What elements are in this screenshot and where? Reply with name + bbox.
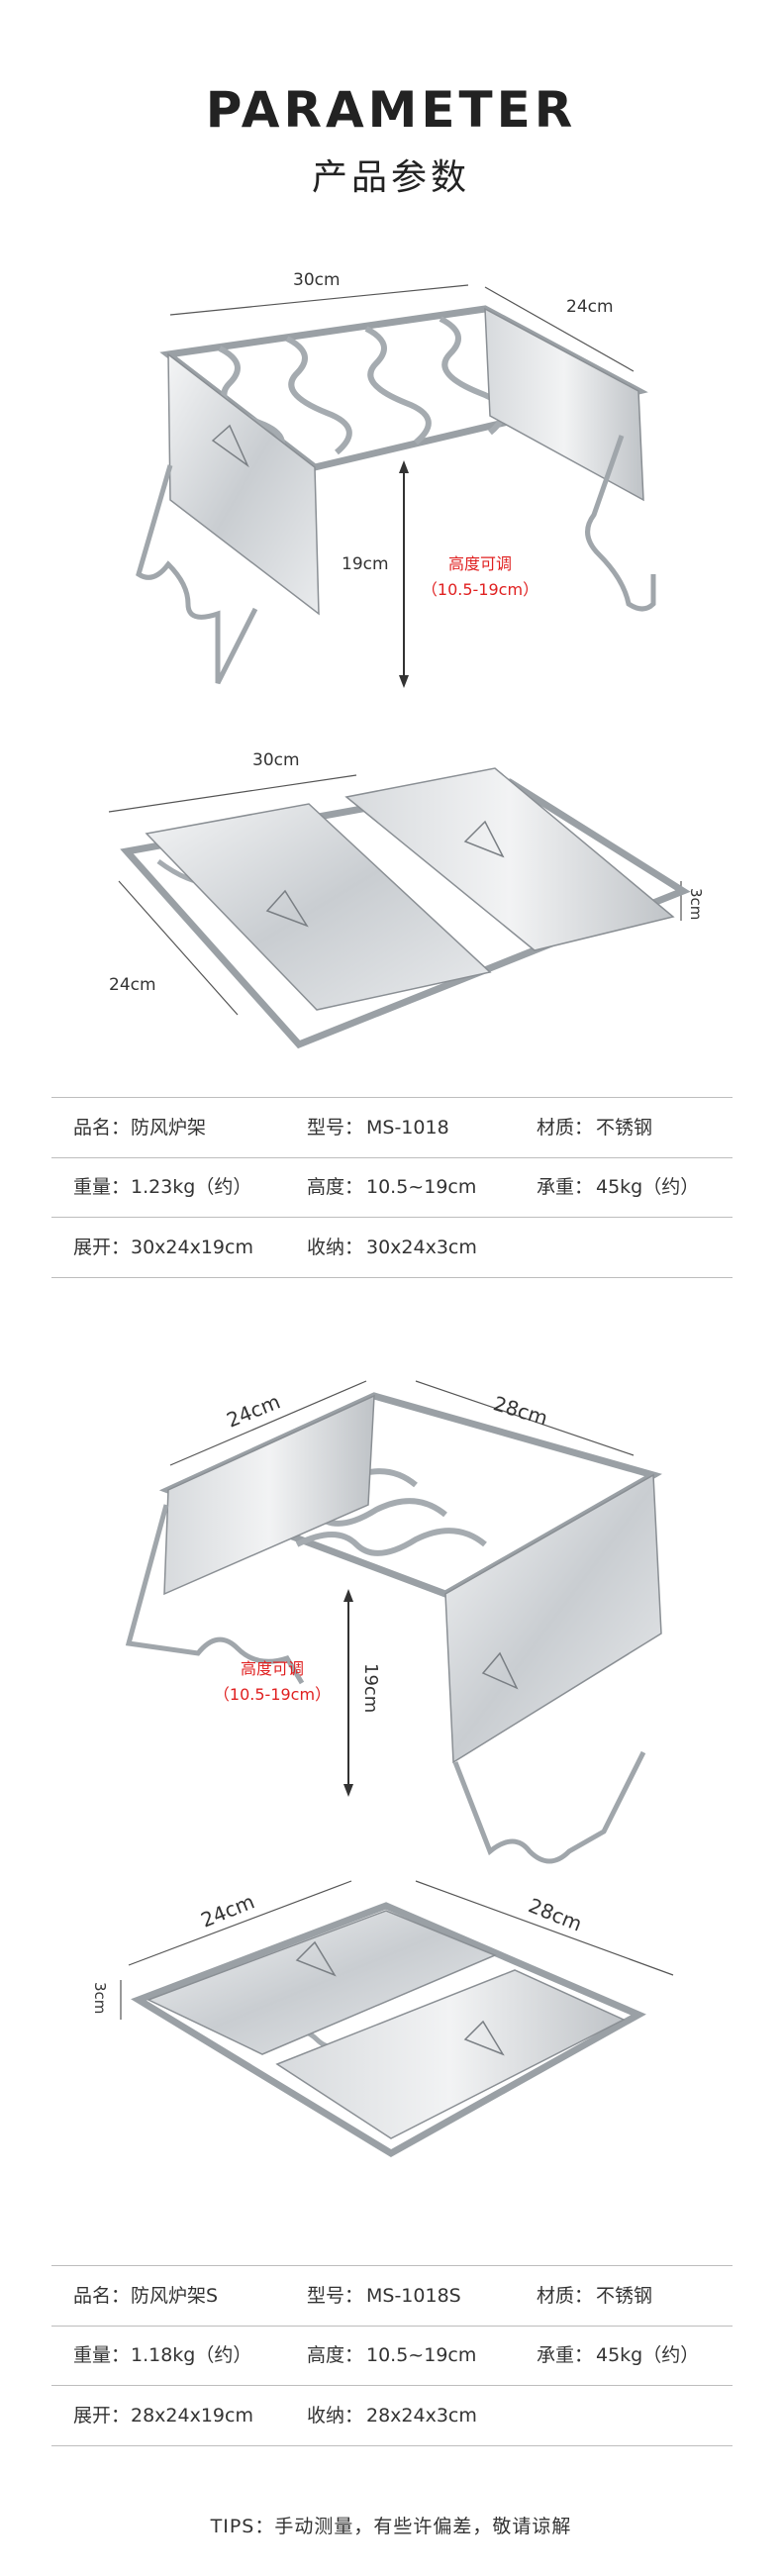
spec-label: 品名：	[73, 1117, 131, 1139]
spec-value: MS-1018	[366, 1117, 449, 1139]
tips-note: TIPS：手动测量，有些许偏差，敬请谅解	[210, 2516, 572, 2537]
spec-label: 承重：	[537, 1176, 594, 1198]
spec-value: 30x24x19cm	[131, 1237, 253, 1258]
folded-2-thickness-label: 3cm	[91, 1982, 109, 2015]
stand-1-adjust-range: （10.5-19cm）	[421, 580, 539, 599]
spec-value: 28x24x3cm	[366, 2405, 477, 2427]
spec-label: 重量：	[73, 2344, 131, 2366]
spec-row: 重量： 1.18kg（约） 高度： 10.5~19cm 承重： 45kg（约）	[51, 2326, 733, 2386]
spec-row: 展开： 28x24x19cm 收纳： 28x24x3cm	[51, 2386, 733, 2446]
spec-value: 30x24x3cm	[366, 1237, 477, 1258]
spec-label: 材质：	[537, 1117, 594, 1139]
spec-value: 45kg（约）	[596, 2344, 700, 2366]
spec-row: 品名： 防风炉架S 型号： MS-1018S 材质： 不锈钢	[51, 2265, 733, 2327]
spec-value: 防风炉架S	[131, 2285, 219, 2307]
spec-value: 10.5~19cm	[366, 2344, 477, 2366]
spec-label: 型号：	[307, 1117, 364, 1139]
spec-row: 品名： 防风炉架 型号： MS-1018 材质： 不锈钢	[51, 1097, 733, 1158]
spec-label: 高度：	[307, 1176, 364, 1198]
spec-value: 45kg（约）	[596, 1176, 700, 1198]
stand-1-width-label: 30cm	[293, 270, 341, 290]
spec-value: 不锈钢	[596, 2285, 653, 2307]
page-title-cn: 产品参数	[311, 157, 470, 198]
spec-value: 不锈钢	[596, 1117, 653, 1139]
spec-label: 展开：	[73, 2405, 131, 2427]
spec-label: 品名：	[73, 2285, 131, 2307]
spec-label: 展开：	[73, 1237, 131, 1258]
spec-value: 10.5~19cm	[366, 1176, 477, 1198]
folded-1-depth-label: 24cm	[109, 975, 156, 995]
stand-2-adjust-range: （10.5-19cm）	[213, 1685, 332, 1704]
spec-row: 展开： 30x24x19cm 收纳： 30x24x3cm	[51, 1218, 733, 1278]
stand-1-depth-label: 24cm	[566, 297, 614, 317]
stand-2-adjust-label: 高度可调	[240, 1659, 304, 1678]
spec-value: 1.23kg（约）	[131, 1176, 252, 1198]
spec-label: 收纳：	[307, 1237, 364, 1258]
spec-label: 重量：	[73, 1176, 131, 1198]
spec-value: 防风炉架	[131, 1117, 207, 1139]
stand-1-height-label: 19cm	[342, 554, 389, 574]
spec-value: 1.18kg（约）	[131, 2344, 252, 2366]
page-title-en: PARAMETER	[205, 81, 577, 139]
spec-label: 高度：	[307, 2344, 364, 2366]
spec-row: 重量： 1.23kg（约） 高度： 10.5~19cm 承重： 45kg（约）	[51, 1157, 733, 1218]
spec-label: 收纳：	[307, 2405, 364, 2427]
folded-1-width-label: 30cm	[252, 750, 300, 770]
spec-label: 型号：	[307, 2285, 364, 2307]
spec-value: MS-1018S	[366, 2285, 461, 2307]
spec-label: 承重：	[537, 2344, 594, 2366]
spec-value: 28x24x19cm	[131, 2405, 253, 2427]
stand-1-adjust-label: 高度可调	[447, 554, 512, 573]
spec-label: 材质：	[537, 2285, 594, 2307]
